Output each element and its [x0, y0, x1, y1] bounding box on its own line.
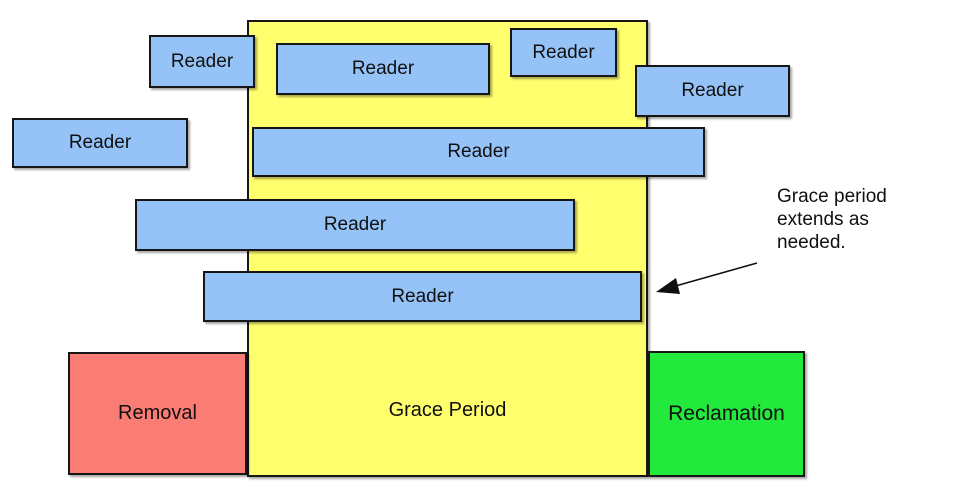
- reader-label: Reader: [447, 141, 510, 162]
- reader-box: Reader: [12, 118, 188, 168]
- reader-box: Reader: [203, 271, 642, 322]
- annotation-line-2: extends as: [777, 209, 869, 230]
- annotation-text: Grace period extends as needed.: [777, 185, 887, 254]
- reader-label: Reader: [532, 41, 595, 63]
- grace-period-label: Grace Period: [388, 399, 507, 421]
- removal-region: Removal: [68, 352, 247, 475]
- reader-box: Reader: [510, 28, 617, 77]
- annotation-line-1: Grace period: [777, 186, 887, 207]
- arrow-line: [671, 262, 758, 288]
- reclamation-label: Reclamation: [668, 402, 785, 425]
- reader-label: Reader: [323, 214, 387, 235]
- reader-label: Reader: [68, 132, 132, 153]
- reader-box: Reader: [276, 43, 490, 95]
- reader-label: Reader: [391, 285, 454, 307]
- removal-label: Removal: [118, 402, 197, 424]
- reader-box: Reader: [635, 65, 790, 117]
- reclamation-region: Reclamation: [648, 351, 805, 477]
- reader-box: Reader: [135, 199, 575, 251]
- reader-box: Reader: [149, 35, 255, 88]
- reader-label: Reader: [681, 80, 744, 101]
- annotation-line-3: needed.: [777, 232, 846, 253]
- reader-label: Reader: [170, 50, 234, 72]
- reader-box: Reader: [252, 127, 705, 177]
- arrow-head-icon: [656, 278, 680, 294]
- reader-label: Reader: [351, 58, 415, 79]
